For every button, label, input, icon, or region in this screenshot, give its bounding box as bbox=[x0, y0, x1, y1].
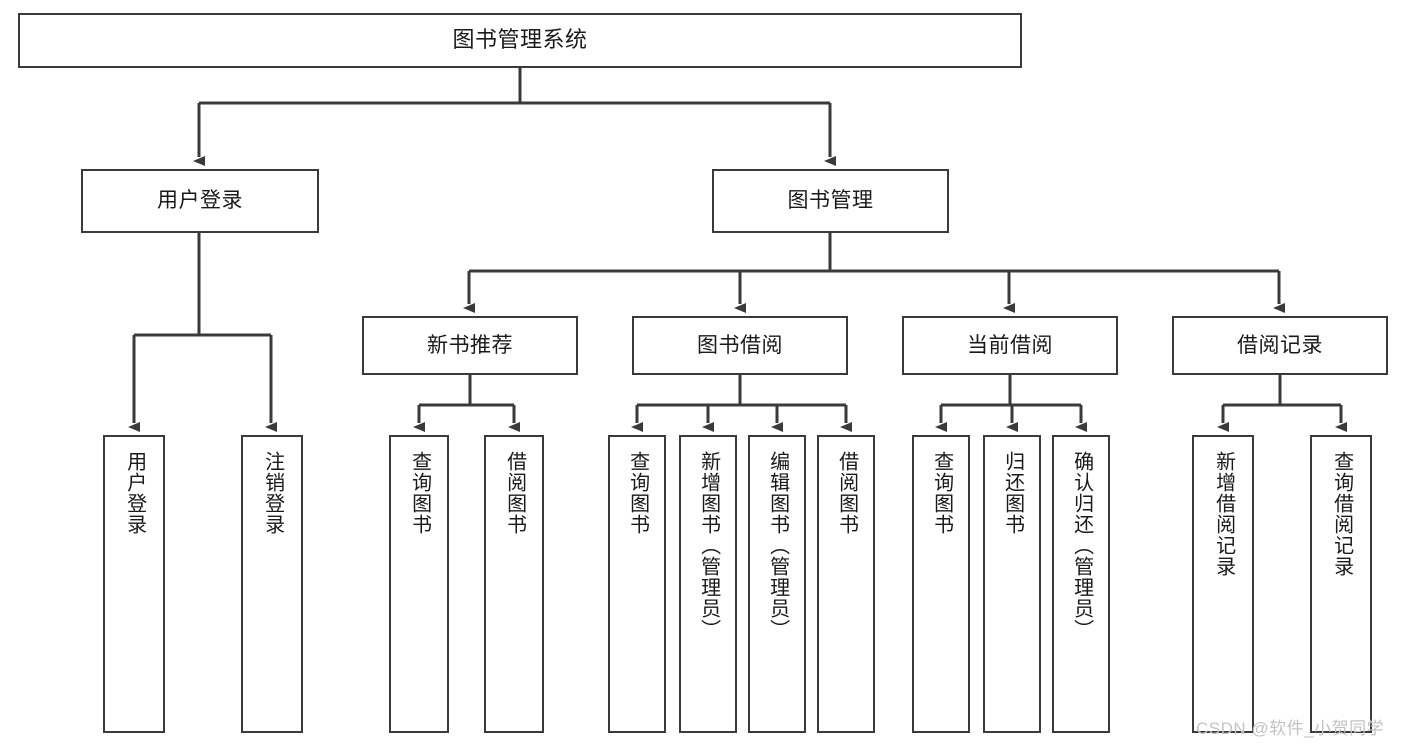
node-book-manage-label: 图书管理 bbox=[787, 189, 874, 213]
node-borrow-record-label: 借阅记录 bbox=[1237, 333, 1323, 357]
node-leaf-edit-book[interactable]: 编辑图书（管理员） bbox=[748, 435, 806, 733]
node-leaf-add-record-label: 新增借阅记录 bbox=[1212, 451, 1235, 577]
node-leaf-query-book-1[interactable]: 查询图书 bbox=[389, 435, 449, 733]
node-leaf-borrow-book-1[interactable]: 借阅图书 bbox=[484, 435, 544, 733]
node-leaf-add-book-label: 新增图书（管理员） bbox=[697, 451, 720, 640]
node-leaf-confirm-return[interactable]: 确认归还（管理员） bbox=[1052, 435, 1110, 733]
node-leaf-borrow-book-2-label: 借阅图书 bbox=[835, 451, 858, 535]
node-leaf-confirm-return-label: 确认归还（管理员） bbox=[1070, 451, 1093, 640]
node-leaf-return-book[interactable]: 归还图书 bbox=[983, 435, 1041, 733]
node-leaf-query-record-label: 查询借阅记录 bbox=[1330, 451, 1353, 577]
node-new-book-recommend[interactable]: 新书推荐 bbox=[362, 316, 578, 375]
node-leaf-edit-book-label: 编辑图书（管理员） bbox=[766, 451, 789, 640]
node-leaf-logout-label: 注销登录 bbox=[261, 451, 284, 535]
node-leaf-add-book[interactable]: 新增图书（管理员） bbox=[679, 435, 737, 733]
node-leaf-borrow-book-2[interactable]: 借阅图书 bbox=[817, 435, 875, 733]
node-root[interactable]: 图书管理系统 bbox=[18, 13, 1022, 68]
node-book-borrow-label: 图书借阅 bbox=[697, 333, 783, 357]
node-leaf-return-book-label: 归还图书 bbox=[1001, 451, 1024, 535]
node-leaf-borrow-book-1-label: 借阅图书 bbox=[503, 451, 526, 535]
node-new-book-recommend-label: 新书推荐 bbox=[427, 333, 513, 357]
node-book-manage[interactable]: 图书管理 bbox=[712, 169, 949, 233]
csdn-watermark: CSDN @软件_小贺同学 bbox=[1196, 719, 1385, 738]
node-user-login[interactable]: 用户登录 bbox=[81, 169, 319, 233]
node-leaf-user-login-label: 用户登录 bbox=[123, 451, 146, 535]
node-leaf-query-book-2[interactable]: 查询图书 bbox=[608, 435, 666, 733]
node-leaf-query-record[interactable]: 查询借阅记录 bbox=[1310, 435, 1372, 733]
node-leaf-add-record[interactable]: 新增借阅记录 bbox=[1192, 435, 1254, 733]
node-leaf-query-book-3[interactable]: 查询图书 bbox=[912, 435, 970, 733]
node-user-login-label: 用户登录 bbox=[157, 189, 243, 213]
node-root-label: 图书管理系统 bbox=[452, 27, 588, 53]
node-leaf-query-book-2-label: 查询图书 bbox=[626, 451, 649, 535]
node-leaf-user-login[interactable]: 用户登录 bbox=[103, 435, 165, 733]
node-leaf-query-book-1-label: 查询图书 bbox=[408, 451, 431, 535]
node-current-borrow[interactable]: 当前借阅 bbox=[902, 316, 1118, 375]
node-leaf-query-book-3-label: 查询图书 bbox=[930, 451, 953, 535]
node-leaf-logout[interactable]: 注销登录 bbox=[241, 435, 303, 733]
node-book-borrow[interactable]: 图书借阅 bbox=[632, 316, 848, 375]
node-current-borrow-label: 当前借阅 bbox=[967, 333, 1053, 357]
node-borrow-record[interactable]: 借阅记录 bbox=[1172, 316, 1388, 375]
